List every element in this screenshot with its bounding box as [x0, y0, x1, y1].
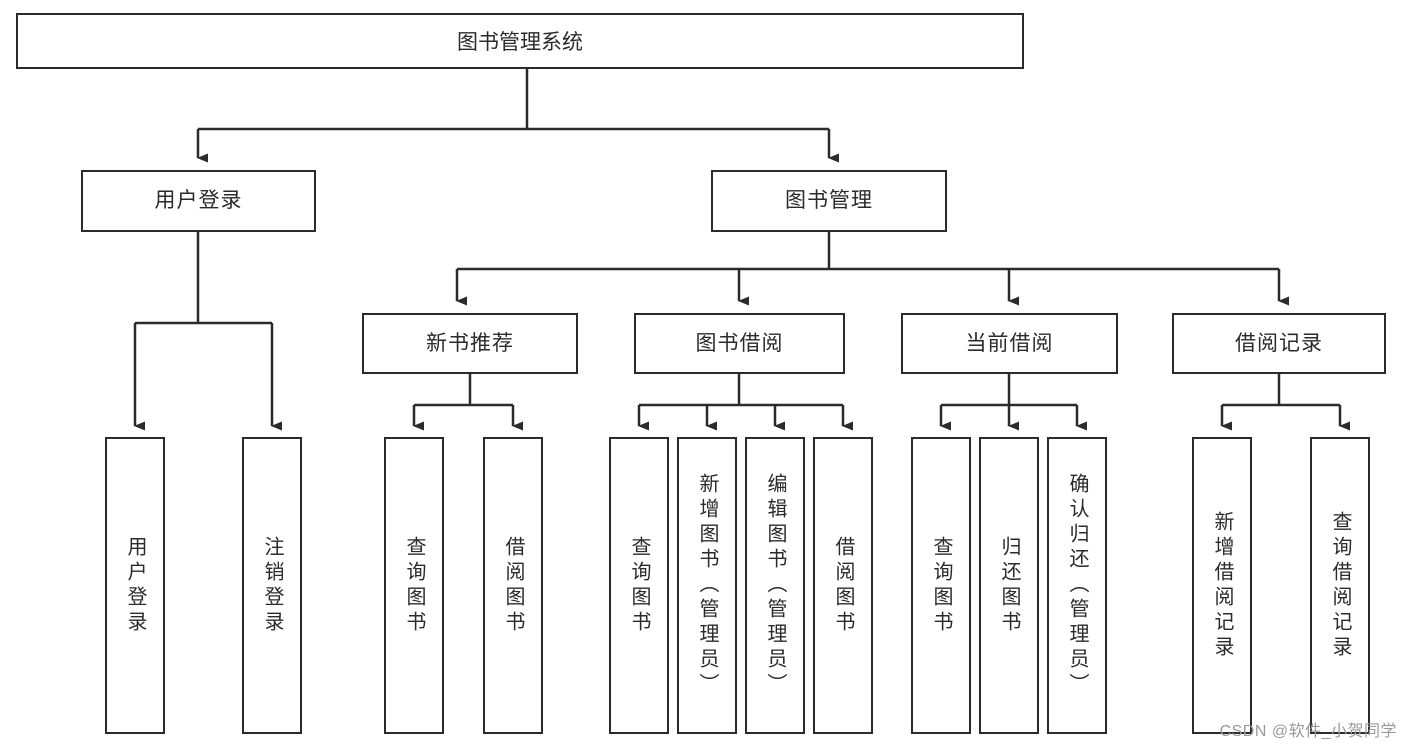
- leaf-records-add-record[interactable]: 新增借阅记录: [1192, 437, 1252, 734]
- node-label: 新书推荐: [426, 331, 514, 355]
- node-label: 用户登录: [154, 189, 243, 213]
- leaf-logout[interactable]: 注销登录: [242, 437, 302, 734]
- node-label: 查询图书: [930, 535, 952, 636]
- node-label: 用户登录: [124, 535, 146, 636]
- node-book-management[interactable]: 图书管理: [711, 170, 947, 232]
- node-label: 归还图书: [998, 535, 1020, 636]
- node-root-system[interactable]: 图书管理系统: [16, 13, 1024, 69]
- node-book-borrow[interactable]: 图书借阅: [634, 313, 845, 374]
- node-label: 图书管理系统: [457, 31, 583, 54]
- node-label: 新增图书（管理员）: [696, 473, 718, 698]
- node-new-book-recommend[interactable]: 新书推荐: [362, 313, 578, 374]
- node-label: 当前借阅: [965, 331, 1054, 355]
- leaf-borrow-add-book-admin[interactable]: 新增图书（管理员）: [677, 437, 737, 734]
- node-label: 注销登录: [261, 535, 283, 636]
- node-label: 确认归还（管理员）: [1066, 473, 1088, 698]
- node-user-login[interactable]: 用户登录: [81, 170, 316, 232]
- leaf-borrow-query-book[interactable]: 查询图书: [609, 437, 669, 734]
- node-label: 查询图书: [628, 535, 650, 636]
- node-label: 借阅图书: [502, 535, 524, 636]
- leaf-recommend-query-book[interactable]: 查询图书: [384, 437, 444, 734]
- node-label: 查询借阅记录: [1329, 510, 1351, 661]
- node-label: 图书管理: [785, 189, 873, 213]
- node-label: 借阅记录: [1235, 331, 1323, 355]
- node-label: 借阅图书: [832, 535, 854, 636]
- node-borrow-records[interactable]: 借阅记录: [1172, 313, 1386, 374]
- leaf-current-return-book[interactable]: 归还图书: [979, 437, 1039, 734]
- leaf-borrow-borrow-book[interactable]: 借阅图书: [813, 437, 873, 734]
- node-current-borrow[interactable]: 当前借阅: [901, 313, 1118, 374]
- leaf-current-confirm-return-admin[interactable]: 确认归还（管理员）: [1047, 437, 1107, 734]
- node-label: 查询图书: [403, 535, 425, 636]
- node-label: 编辑图书（管理员）: [764, 473, 786, 698]
- node-label: 图书借阅: [695, 331, 784, 355]
- leaf-records-query-record[interactable]: 查询借阅记录: [1310, 437, 1370, 734]
- leaf-current-query-book[interactable]: 查询图书: [911, 437, 971, 734]
- leaf-recommend-borrow-book[interactable]: 借阅图书: [483, 437, 543, 734]
- leaf-user-login[interactable]: 用户登录: [105, 437, 165, 734]
- csdn-watermark: CSDN @软件_小贺同学: [1219, 723, 1397, 740]
- leaf-borrow-edit-book-admin[interactable]: 编辑图书（管理员）: [745, 437, 805, 734]
- node-label: 新增借阅记录: [1211, 510, 1233, 661]
